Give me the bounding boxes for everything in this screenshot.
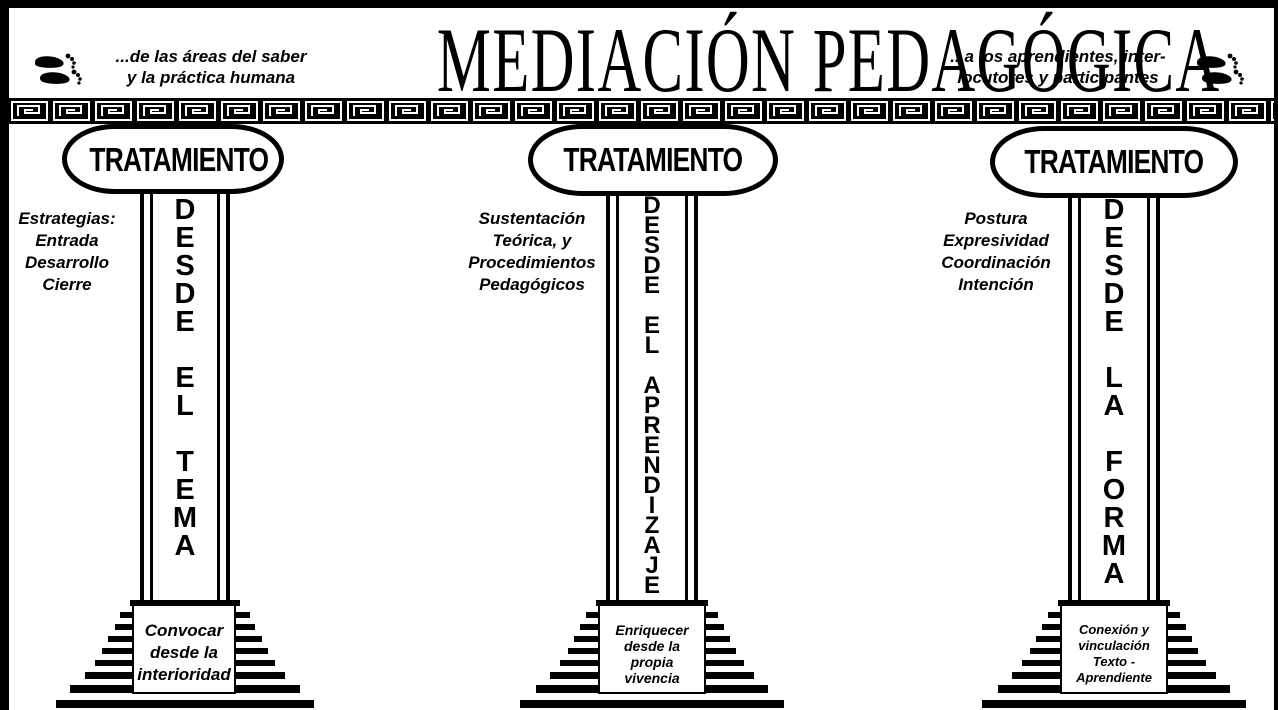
- pillar-1-step: [56, 700, 314, 708]
- pillar-2-note-line: Teórica, y: [492, 231, 572, 250]
- pillar-1-capital: TRATAMIENTO: [62, 124, 284, 194]
- pillar-1-note-line: Estrategias:: [18, 209, 116, 228]
- pillar-1-capital-label: TRATAMIENTO: [89, 141, 269, 178]
- pillar-1-step: [130, 600, 240, 606]
- pillar-3-base-line: vinculación: [1078, 638, 1150, 653]
- pillar-2-notes: Sustentación Teórica, y Procedimientos P…: [462, 208, 602, 296]
- pillar-2-note-line: Procedimientos: [468, 253, 596, 272]
- pillar-3-notes: Postura Expresividad Coordinación Intenc…: [926, 208, 1066, 296]
- header-right-line2: locutores y participantes: [957, 68, 1159, 87]
- header-left-line2: y la práctica humana: [126, 68, 296, 87]
- pillar-3-base-line: Texto -: [1092, 654, 1136, 669]
- frame-left: [0, 0, 9, 710]
- header-left-text: ...de las áreas del saber y la práctica …: [88, 46, 334, 88]
- pillar-3-step: [982, 700, 1246, 708]
- pillar-2-plinth: [598, 604, 706, 694]
- pillar-3-note-line: Intención: [958, 275, 1034, 294]
- page-title: MEDIACIÓN PEDAGÓGICA: [436, 9, 1221, 111]
- pillar-1-plinth: [132, 604, 236, 694]
- pillar-1-base-line: desde la: [149, 643, 219, 662]
- header-left-line1: ...de las áreas del saber: [115, 47, 307, 66]
- frame-top: [0, 0, 1278, 8]
- pillar-2-base-line: vivencia: [624, 670, 680, 686]
- header-right-line1: ...a los aprendientes, inter-: [950, 47, 1166, 66]
- pillar-1-notes: Estrategias: Entrada Desarrollo Cierre: [12, 208, 122, 296]
- pillar-1-note-line: Entrada: [35, 231, 99, 250]
- pillar-1-base-text: Convocar desde la interioridad: [132, 620, 236, 686]
- pillar-3-plinth: [1060, 604, 1168, 694]
- pillar-2-note-line: Sustentación: [478, 209, 586, 228]
- pillar-1-base-line: interioridad: [137, 665, 231, 684]
- pillar-2-note-line: Pedagógicos: [479, 275, 585, 294]
- pillar-2-base-text: Enriquecer desde la propia vivencia: [598, 622, 706, 686]
- pillar-3-base-text: Conexión y vinculación Texto - Aprendien…: [1060, 622, 1168, 686]
- pillar-3-shaft: [1068, 186, 1160, 604]
- footprints-icon: [1197, 53, 1244, 85]
- pillar-3-capital: TRATAMIENTO: [990, 126, 1238, 198]
- pillar-2-base-line: propia: [630, 654, 674, 670]
- pillar-2-step: [520, 700, 784, 708]
- pillar-1-shaft: [140, 186, 230, 604]
- pillar-2-base-line: desde la: [623, 638, 681, 654]
- frame-right: [1274, 0, 1278, 710]
- pillar-2-capital-label: TRATAMIENTO: [563, 141, 744, 178]
- pillar-2-base-line: Enriquecer: [615, 622, 689, 638]
- pillar-1-base-line: Convocar: [144, 621, 224, 640]
- pillar-3-note-line: Postura: [964, 209, 1028, 228]
- pillar-2-step: [596, 600, 708, 606]
- header-right-text: ...a los aprendientes, inter- locutores …: [926, 46, 1190, 88]
- pillar-1-note-line: Desarrollo: [24, 253, 110, 272]
- pillar-3-capital-label: TRATAMIENTO: [1024, 143, 1205, 180]
- pillar-3-vertical-text: D E S D E L A F O R M A: [1101, 194, 1127, 590]
- pillar-3-note-line: Expresividad: [943, 231, 1049, 250]
- meander-border: [9, 98, 1274, 124]
- pillar-3-step: [1058, 600, 1170, 606]
- pillar-2-capital: TRATAMIENTO: [528, 124, 778, 196]
- pillar-3-base-line: Conexión y: [1078, 622, 1150, 637]
- pillar-2-shaft: [606, 186, 698, 604]
- pillar-1-note-line: Cierre: [42, 275, 92, 294]
- footprints-icon: [35, 53, 82, 85]
- pillar-3-base-line: Aprendiente: [1076, 670, 1152, 685]
- pillar-3-note-line: Coordinación: [941, 253, 1051, 272]
- pillar-1-vertical-text: D E S D E E L T E M A: [172, 194, 198, 562]
- pillar-2-vertical-text: D E S D E E L A P R E N D I Z A J E: [643, 192, 661, 599]
